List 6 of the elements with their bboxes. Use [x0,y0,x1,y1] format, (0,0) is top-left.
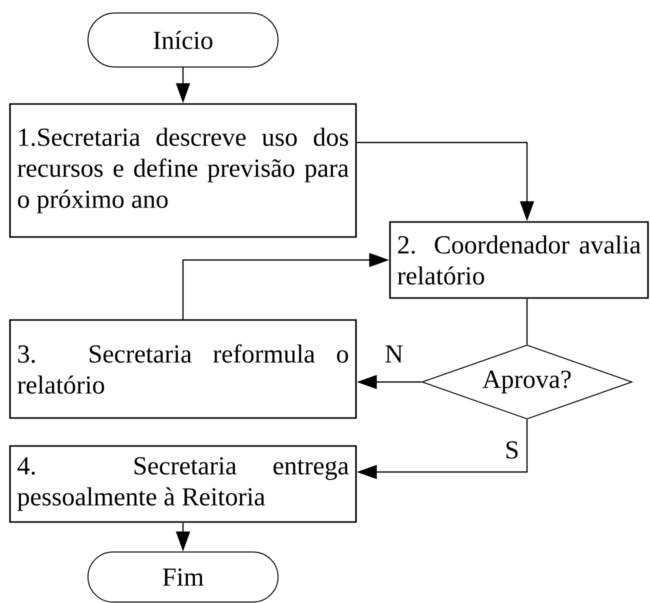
process-box: 3. Secretaria reformula o relatório [9,319,357,419]
process-box: 2. Coordenador avalia relatório [389,221,649,299]
process-box: 1.Secretaria descreve uso dos recursos e define previsão para o próximo ano [9,103,357,238]
process-box: 4. Secretaria entrega pessoalmente à Reitoria [9,445,357,523]
edge-label: S [506,441,518,459]
edge-label: N [385,345,403,363]
